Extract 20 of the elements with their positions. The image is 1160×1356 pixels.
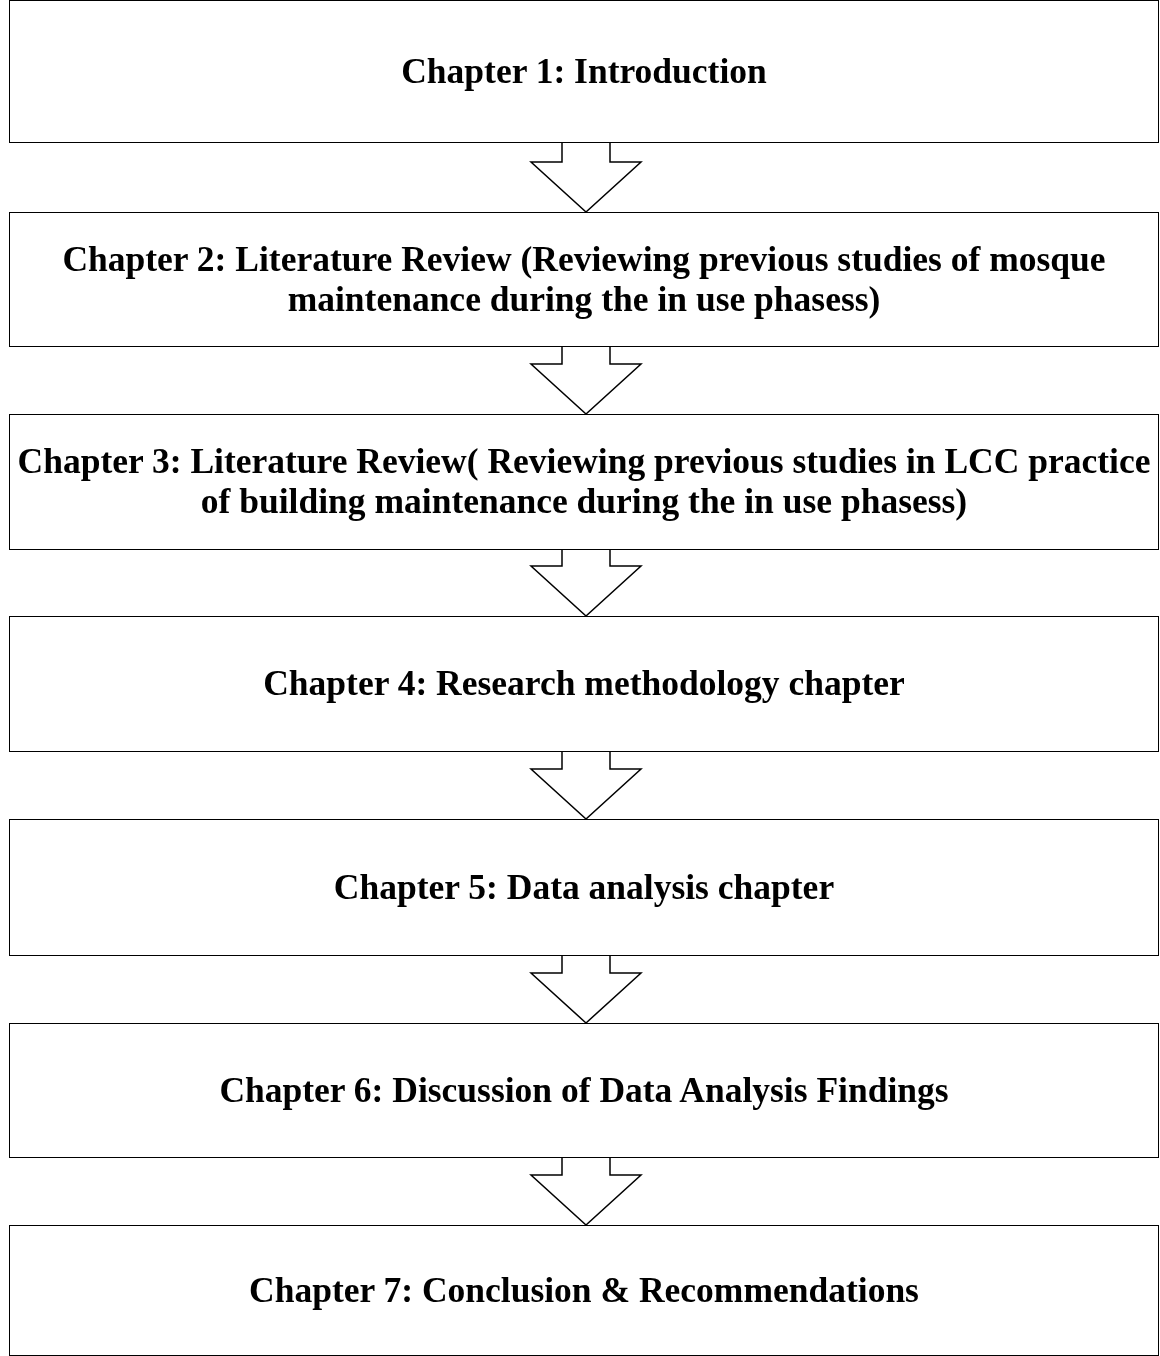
chapter-title: Chapter 2: Literature Review (Reviewing previous studies of mosque maintenance during the in use phasess)	[61, 239, 1107, 320]
chapter-box	[9, 1225, 1159, 1356]
chapter-box	[9, 1023, 1159, 1158]
chapter-box	[9, 616, 1159, 752]
chapter-title: Chapter 7: Conclusion & Recommendations	[249, 1270, 919, 1311]
block-arrow	[529, 142, 643, 213]
chapter-title: Chapter 3: Literature Review( Reviewing previous studies in LCC practice of building maintenance during the in use phasess)	[16, 442, 1152, 522]
block-arrow	[529, 955, 643, 1024]
chapter-title: Chapter 6: Discussion of Data Analysis Findings	[219, 1070, 949, 1111]
chapter-box	[9, 414, 1159, 550]
chapter-box	[9, 212, 1159, 347]
chapter-box	[9, 819, 1159, 956]
block-arrow	[529, 1157, 643, 1226]
block-arrow	[529, 751, 643, 820]
chapter-title: Chapter 1: Introduction	[401, 51, 767, 92]
block-arrow	[529, 549, 643, 617]
chapter-box	[9, 0, 1159, 143]
chapter-title: Chapter 4: Research methodology chapter	[263, 664, 905, 704]
chapter-title: Chapter 5: Data analysis chapter	[333, 867, 835, 908]
block-arrow	[529, 346, 643, 415]
